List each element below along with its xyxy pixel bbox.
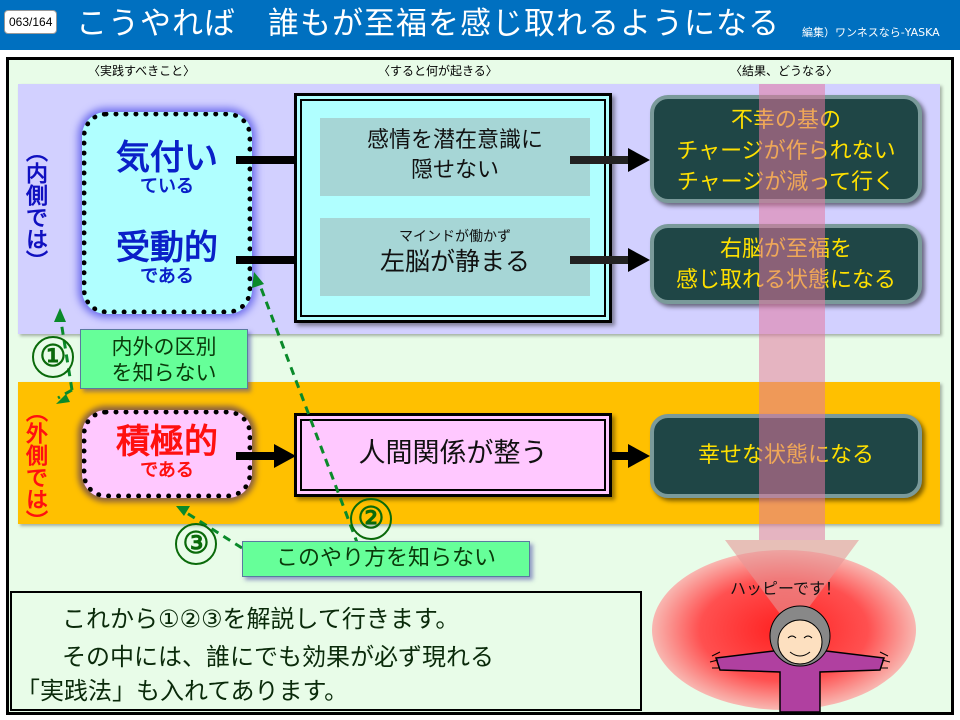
arrow-shaft — [612, 452, 632, 460]
smile-shape — [789, 651, 811, 657]
effect-left-brain: マインドが働かず 左脳が静まる — [320, 218, 590, 296]
column-header-practice: 〈実践すべきこと〉 — [88, 64, 196, 78]
practice-passive-sub: である — [140, 266, 194, 287]
effect-left-brain-sub: マインドが働かず — [399, 229, 511, 245]
circled-number-2: ② — [350, 498, 392, 540]
arrow-shaft — [236, 452, 276, 460]
flow-pillar — [759, 84, 825, 540]
column-header-result: 〈結果、どうなる〉 — [730, 64, 839, 78]
connector-2 — [256, 279, 360, 546]
circled-number-1: ① — [32, 336, 74, 378]
effect-left-brain-main: 左脳が静まる — [379, 247, 530, 276]
practice-aware-sub: ている — [140, 176, 194, 197]
callout-line: を知らない — [111, 361, 217, 385]
effect-emotions: 感情を潜在意識に 隠せない — [320, 118, 590, 196]
outer-side-label: （外側では） — [22, 400, 47, 532]
page-counter: 063/164 — [4, 10, 58, 34]
arrow-shaft — [570, 156, 630, 164]
arrow-shaft — [570, 256, 630, 264]
column-header-effect: 〈すると何が起きる〉 — [378, 64, 498, 78]
note-line-1: これから①②③を解説して行きます。 — [62, 605, 460, 633]
happy-grandma-illustration — [709, 605, 891, 712]
note-line-3: 「実践法」も入れてあります。 — [16, 677, 349, 705]
connector-1b-head-icon — [56, 394, 70, 404]
circled-number-3: ③ — [175, 523, 217, 565]
connector-1-head-icon — [54, 308, 66, 322]
hands-shape — [709, 651, 891, 669]
practice-active-sub: である — [140, 460, 194, 481]
credit-text: 編集）ワンネスなら-YASKA — [802, 26, 940, 39]
page-title: こうやれば 誰もが至福を感じ取れるようになる — [76, 6, 780, 42]
connector-3-head-icon — [176, 506, 190, 516]
effect-emotions-line1: 感情を潜在意識に — [366, 128, 543, 153]
practice-passive-main: 受動的 — [116, 228, 218, 268]
connector-3 — [181, 508, 243, 550]
header-bar — [0, 0, 960, 50]
arrow-right-icon — [628, 444, 650, 468]
effect-relationships: 人間関係が整う — [294, 413, 612, 497]
arrow-right-icon — [628, 148, 650, 172]
practice-aware-main: 気付い — [116, 138, 218, 178]
callout-method: このやり方を知らない — [242, 541, 530, 577]
eyes-shape — [787, 635, 813, 639]
callout-line: 内外の区別 — [111, 335, 217, 359]
callout-inside-outside: 内外の区別 を知らない — [80, 329, 248, 389]
connector-2-head-icon — [252, 272, 264, 288]
connector-1 — [57, 314, 74, 400]
face-shape — [777, 619, 823, 665]
explanation-note: これから①②③を解説して行きます。 その中には、誰にでも効果が必ず現れる 「実践… — [10, 591, 642, 711]
effect-emotions-line2: 隠せない — [410, 158, 499, 183]
note-line-2: その中には、誰にでも効果が必ず現れる — [62, 643, 494, 671]
practice-active-main: 積極的 — [116, 422, 218, 462]
arrow-right-icon — [628, 248, 650, 272]
practice-box-inner: 気付い ている 受動的 である — [82, 112, 252, 314]
arrow-shaft — [236, 156, 296, 164]
happy-speech: ハッピーです！ — [730, 579, 842, 598]
arrow-right-icon — [274, 444, 296, 468]
arrow-shaft — [236, 256, 296, 264]
inner-side-label: （内側では） — [22, 140, 47, 272]
